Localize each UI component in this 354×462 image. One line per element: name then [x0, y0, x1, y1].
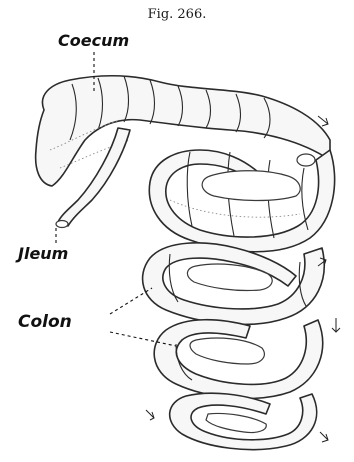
- spiral-loop-4: [170, 393, 317, 449]
- label-coecum: Coecum: [58, 31, 129, 50]
- coecum-segment: [36, 76, 330, 186]
- spiral-loop-1: [149, 150, 334, 252]
- label-ileum: Jleum: [18, 244, 68, 263]
- label-colon: Colon: [18, 312, 72, 332]
- spiral-loop-2: [143, 243, 325, 325]
- spiral-loop-3: [154, 320, 322, 399]
